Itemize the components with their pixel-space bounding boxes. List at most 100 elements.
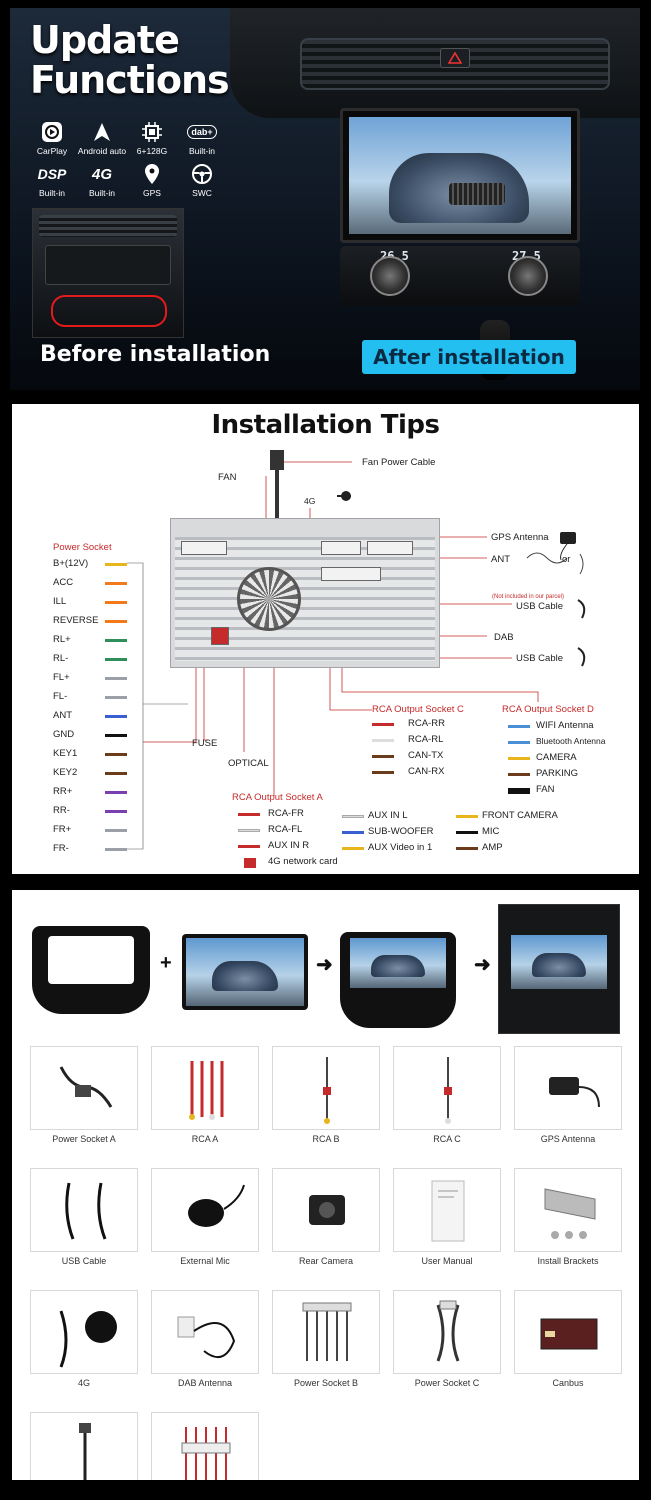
after-installation-label: After installation <box>362 340 576 374</box>
feature-android-auto: Android auto <box>78 120 126 156</box>
chip-icon <box>140 120 164 144</box>
rca-a-title: RCA Output Socket A <box>232 792 323 803</box>
assembled-unit-image <box>340 932 456 1028</box>
installation-tips-title: Installation Tips <box>211 410 440 440</box>
accessory-rear-camera: Rear Camera <box>272 1168 380 1266</box>
aux-item: SUB-WOOFER <box>368 826 434 837</box>
power-socket-pin: ACC <box>53 577 143 591</box>
accessory-image <box>393 1046 501 1130</box>
accessory-caption: RCA B <box>312 1134 340 1144</box>
accessory-caption: Power Socket B <box>293 1378 359 1388</box>
power-socket-pin-label: REVERSE <box>53 615 99 626</box>
accessory-image <box>30 1046 138 1130</box>
arrow-right-icon: ➜ <box>316 954 333 976</box>
feature-swc: SWC <box>178 162 226 198</box>
power-socket-pin-label: ILL <box>53 596 67 607</box>
accessory-rca-c: RCA C <box>393 1046 501 1144</box>
connector-4g <box>321 541 361 555</box>
power-socket-pin: ANT <box>53 710 143 724</box>
accessory-canbus: Canbus <box>514 1290 622 1388</box>
before-installation-label: Before installation <box>40 342 271 367</box>
rca-c-item: RCA-RR <box>408 718 445 729</box>
power-socket-pin-label: RR+ <box>53 786 73 797</box>
aux-item: AUX IN L <box>368 810 408 821</box>
label-4g: 4G <box>304 496 316 506</box>
accessory-rca-b: RCA B <box>272 1046 380 1144</box>
accessory-power-socket-d: Power Socket D <box>151 1412 259 1480</box>
accessory-caption: GPS Antenna <box>540 1134 596 1144</box>
rca-d-item: PARKING <box>536 768 579 779</box>
arrow-right-icon: ➜ <box>474 954 491 976</box>
label-usb-cable-1: USB Cable <box>516 601 563 612</box>
accessory-caption: 4G <box>77 1378 90 1388</box>
accessory-image <box>272 1168 380 1252</box>
accessory-dab-antenna: DAB Antenna <box>151 1290 259 1388</box>
accessory-caption: Power Socket C <box>414 1378 480 1388</box>
power-socket-pin-label: B+(12V) <box>53 558 89 569</box>
power-socket-pin: GND <box>53 729 143 743</box>
fuse-block <box>211 627 229 645</box>
installation-tips-panel: Installation Tips <box>12 404 639 874</box>
power-socket-pin: FR- <box>53 843 143 857</box>
power-socket-pin: KEY1 <box>53 748 143 762</box>
camera-item: FRONT CAMERA <box>482 810 558 821</box>
connector-power <box>181 541 227 555</box>
accessory-image <box>514 1290 622 1374</box>
accessory-caption: Power Socket A <box>52 1134 116 1144</box>
accessory-image <box>30 1412 138 1480</box>
dab-icon: dab+ <box>187 120 217 144</box>
accessory-4g-antenna: 4G <box>30 1290 138 1388</box>
power-socket-pin-label: FL+ <box>53 672 70 683</box>
label-or: or <box>562 554 571 565</box>
power-socket-pin: ILL <box>53 596 143 610</box>
plus-sign: + <box>160 952 172 974</box>
rca-a-item: AUX IN R <box>268 840 310 851</box>
accessory-caption: RCA C <box>433 1134 461 1144</box>
connector-antenna <box>367 541 413 555</box>
rca-d-item: Bluetooth Antenna <box>536 736 606 746</box>
accessory-caption: Install Brackets <box>537 1256 599 1266</box>
accessory-image <box>151 1168 259 1252</box>
rca-c-item: CAN-RX <box>408 766 445 777</box>
label-fuse: FUSE <box>192 738 218 749</box>
accessory-power-socket-c: Power Socket C <box>393 1290 501 1388</box>
highlight-ring <box>51 295 167 327</box>
accessory-caption: USB Cable <box>61 1256 107 1266</box>
accessory-user-manual: User Manual <box>393 1168 501 1266</box>
power-socket-title: Power Socket <box>53 542 112 553</box>
accessory-image <box>393 1290 501 1374</box>
rca-d-title: RCA Output Socket D <box>502 704 594 715</box>
4g-icon: 4G <box>91 165 112 183</box>
head-unit-screen <box>340 108 580 243</box>
rca-d-item: FAN <box>536 784 555 795</box>
feature-carplay: CarPlay <box>28 120 76 156</box>
installed-car-image <box>498 904 620 1034</box>
head-unit-back <box>170 518 440 668</box>
temp-knob-left <box>370 256 410 296</box>
accessory-usb: USB <box>30 1412 138 1480</box>
label-fan-power-cable: Fan Power Cable <box>362 457 436 468</box>
accessory-caption: Rear Camera <box>298 1256 354 1266</box>
accessory-image <box>272 1290 380 1374</box>
aux-item: AUX Video in 1 <box>368 842 433 853</box>
accessory-caption: DAB Antenna <box>177 1378 233 1388</box>
update-functions-banner: 26.5 27.5 Update Functions CarPlay Andro… <box>10 8 640 390</box>
accessory-gps-antenna: GPS Antenna <box>514 1046 622 1144</box>
label-fan: FAN <box>218 472 237 483</box>
label-ant: ANT <box>491 554 510 565</box>
camera-item: MIC <box>482 826 500 837</box>
gps-pin-icon <box>140 162 164 186</box>
accessory-caption: User Manual <box>421 1256 473 1266</box>
power-socket-pin-label: RR- <box>53 805 70 816</box>
package-contents-panel: + ➜ ➜ Power Socket A RCA A RCA B RCA C GPS A… <box>12 890 639 1480</box>
accessory-rca-a: RCA A <box>151 1046 259 1144</box>
accessory-image <box>151 1290 259 1374</box>
rca-a-item: RCA-FL <box>268 824 303 835</box>
accessory-image <box>151 1046 259 1130</box>
feature-grid: CarPlay Android auto 6+128G dab+ Built-i… <box>28 120 228 198</box>
rca-a-item: RCA-FR <box>268 808 304 819</box>
power-socket-pin: RR- <box>53 805 143 819</box>
power-socket-pin-label: GND <box>53 729 75 740</box>
feature-4g: 4G Built-in <box>78 162 126 199</box>
rca-c-item: RCA-RL <box>408 734 444 745</box>
